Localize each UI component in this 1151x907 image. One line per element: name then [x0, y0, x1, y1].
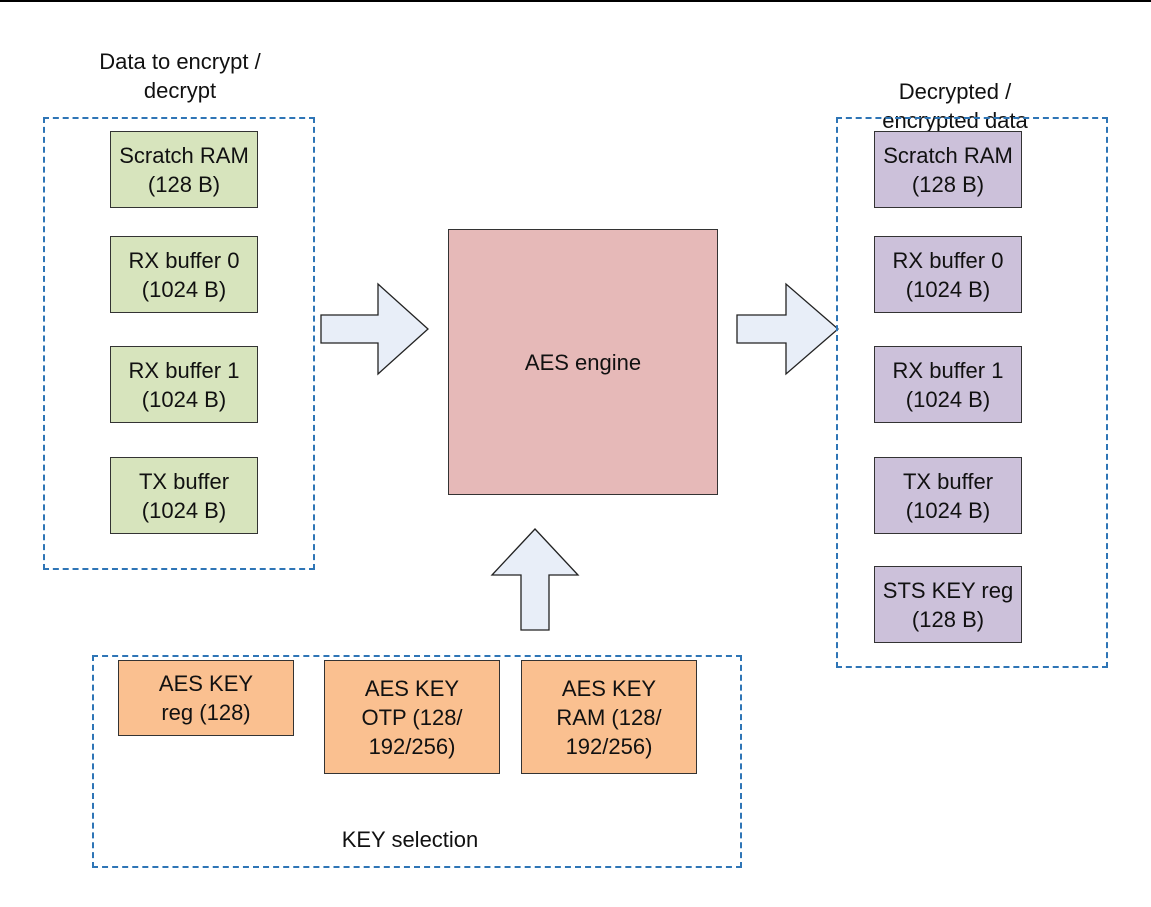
aes-key-reg-block: AES KEY reg (128) [118, 660, 294, 736]
input-arrow [320, 282, 429, 376]
output-rx-buffer-0-block: RX buffer 0 (1024 B) [874, 236, 1022, 313]
input-group [43, 117, 315, 570]
key-selection-label: KEY selection [341, 827, 479, 852]
aes-key-ram-block: AES KEY RAM (128/ 192/256) [521, 660, 697, 774]
aes-key-otp-block: AES KEY OTP (128/ 192/256) [324, 660, 500, 774]
output-tx-buffer-block: TX buffer (1024 B) [874, 457, 1022, 534]
aes-engine-block: AES engine [448, 229, 718, 495]
input-rx-buffer-1-block: RX buffer 1 (1024 B) [110, 346, 258, 423]
top-rule [0, 0, 1151, 2]
input-rx-buffer-0-block: RX buffer 0 (1024 B) [110, 236, 258, 313]
input-group-label: Data to encrypt / decrypt [99, 49, 261, 103]
output-group-label: Decrypted / encrypted data [882, 79, 1028, 133]
output-group [836, 117, 1108, 668]
output-rx-buffer-1-block: RX buffer 1 (1024 B) [874, 346, 1022, 423]
output-scratch-ram-block: Scratch RAM (128 B) [874, 131, 1022, 208]
output-arrow [736, 282, 839, 376]
key-arrow [490, 528, 580, 631]
input-tx-buffer-block: TX buffer (1024 B) [110, 457, 258, 534]
key-selection-group [92, 655, 742, 868]
output-sts-key-reg-block: STS KEY reg (128 B) [874, 566, 1022, 643]
input-scratch-ram-block: Scratch RAM (128 B) [110, 131, 258, 208]
